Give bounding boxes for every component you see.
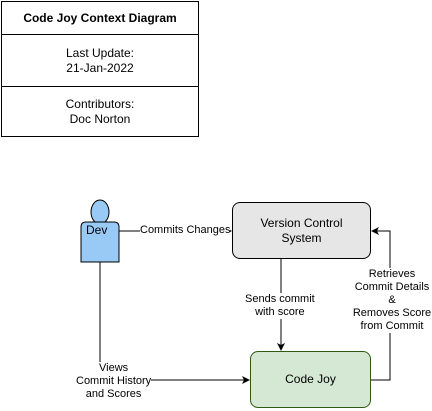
edge-label-sends-commit: Sends commit with score — [245, 293, 315, 319]
last-update-section: Last Update: 21-Jan-2022 — [2, 35, 198, 87]
last-update-date: 21-Jan-2022 — [66, 60, 134, 75]
edge-label-commits-changes: Commits Changes — [140, 224, 231, 237]
last-update-label: Last Update: — [65, 45, 135, 60]
retrieves-line4: Removes Score — [352, 307, 432, 319]
diagram-title: Code Joy Context Diagram — [2, 2, 198, 35]
views-line2: Commit History — [76, 375, 152, 387]
dev-actor-label: Dev — [86, 223, 108, 237]
version-control-system-node[interactable]: Version Control System — [232, 202, 371, 259]
sends-commit-line1: Sends commit — [245, 293, 315, 305]
retrieves-line5: from Commit — [360, 320, 424, 332]
views-line1: Views — [99, 362, 129, 374]
commits-changes-text: Commits Changes — [140, 224, 231, 236]
sends-commit-line2: with score — [255, 306, 305, 318]
code-joy-node[interactable]: Code Joy — [250, 351, 371, 408]
retrieves-line3: & — [388, 294, 396, 306]
retrieves-line2: Commit Details — [354, 281, 430, 293]
contributors-value: Doc Norton — [69, 112, 131, 126]
diagram-info-table: Code Joy Context Diagram Last Update: 21… — [1, 1, 199, 137]
edge-label-retrieves: Retrieves Commit Details & Removes Score… — [352, 268, 432, 333]
retrieves-line1: Retrieves — [368, 268, 416, 280]
code-joy-label: Code Joy — [285, 372, 336, 386]
dev-actor-icon[interactable] — [80, 199, 120, 263]
vcs-label-line1: Version Control — [260, 215, 343, 230]
contributors-label: Contributors: — [65, 97, 135, 111]
contributors-section: Contributors: Doc Norton — [2, 87, 198, 137]
views-line3: and Scores — [85, 388, 142, 400]
vcs-label-line2: System — [281, 230, 322, 245]
edge-label-views: Views Commit History and Scores — [76, 362, 152, 401]
